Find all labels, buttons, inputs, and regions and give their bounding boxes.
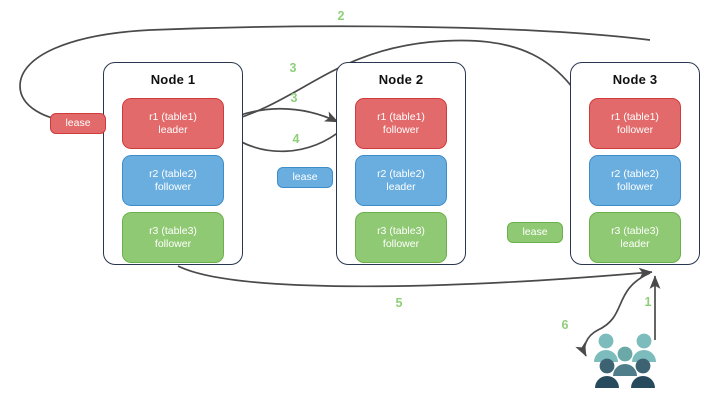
node-title: Node 2 — [378, 72, 424, 87]
step-label-2: 2 — [337, 9, 345, 23]
node-card-node-2[interactable]: Node 2 r1 (table1) follower r2 (table2) … — [336, 62, 466, 265]
node-card-node-1[interactable]: Node 1 r1 (table1) leader r2 (table2) fo… — [103, 62, 243, 265]
replica-name: r2 (table2) — [377, 167, 425, 180]
arrow-step-5 — [177, 265, 653, 288]
step-label-4: 4 — [292, 132, 300, 146]
replica-role: follower — [154, 180, 192, 193]
replica-name: r1 (table1) — [149, 110, 197, 123]
replica-role: leader — [386, 180, 416, 193]
replica-name: r3 (table3) — [377, 224, 425, 237]
replica-name: r3 (table3) — [149, 224, 197, 237]
step-label-3-lower: 3 — [290, 91, 298, 105]
replica-name: r1 (table1) — [377, 110, 425, 123]
replica-role: leader — [158, 123, 188, 136]
people-group-icon — [594, 333, 656, 388]
replica-r3-node-3[interactable]: r3 (table3) leader — [589, 212, 681, 263]
node-title: Node 1 — [150, 72, 196, 87]
lease-badge-red[interactable]: lease — [50, 113, 106, 134]
replica-role: follower — [382, 237, 420, 250]
replica-name: r2 (table2) — [149, 167, 197, 180]
replica-r3-node-1[interactable]: r3 (table3) follower — [122, 212, 224, 263]
replica-r2-node-1[interactable]: r2 (table2) follower — [122, 155, 224, 206]
lease-badge-blue[interactable]: lease — [277, 167, 333, 188]
replica-role: follower — [382, 123, 420, 136]
arrow-step-4 — [227, 127, 345, 153]
replica-r3-node-2[interactable]: r3 (table3) follower — [355, 212, 447, 263]
step-label-6: 6 — [561, 318, 569, 332]
replica-name: r1 (table1) — [611, 110, 659, 123]
step-label-3-upper: 3 — [289, 61, 297, 75]
replica-r1-node-3[interactable]: r1 (table1) follower — [589, 98, 681, 149]
node-card-node-3[interactable]: Node 3 r1 (table1) follower r2 (table2) … — [570, 62, 700, 265]
replica-r2-node-2[interactable]: r2 (table2) leader — [355, 155, 447, 206]
lease-badge-green[interactable]: lease — [507, 222, 563, 243]
step-label-1: 1 — [644, 295, 652, 309]
replica-name: r3 (table3) — [611, 224, 659, 237]
step-label-5: 5 — [395, 296, 403, 310]
replica-r2-node-3[interactable]: r2 (table2) follower — [589, 155, 681, 206]
replica-r1-node-2[interactable]: r1 (table1) follower — [355, 98, 447, 149]
replica-role: follower — [154, 237, 192, 250]
replica-role: follower — [616, 123, 654, 136]
replica-name: r2 (table2) — [611, 167, 659, 180]
replica-r1-node-1[interactable]: r1 (table1) leader — [122, 98, 224, 149]
replica-role: leader — [620, 237, 650, 250]
replica-role: follower — [616, 180, 654, 193]
node-title: Node 3 — [612, 72, 658, 87]
